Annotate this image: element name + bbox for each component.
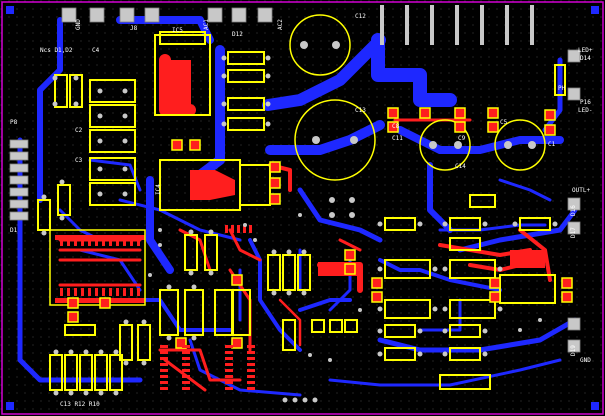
label-c9: C9 (458, 135, 466, 142)
label-p8: P8 (10, 119, 18, 126)
corner-markers (6, 6, 599, 410)
label-ac1: AC1 (203, 19, 210, 30)
soic-chips (60, 225, 255, 390)
label-d16: D16 (570, 205, 577, 216)
label-c2: C2 (75, 127, 83, 134)
label-ph: PH (558, 85, 566, 92)
label-c5: C5 (500, 119, 508, 126)
label-ic5: IC5 (172, 27, 183, 34)
label-c8: C8 (392, 123, 400, 130)
label-p16: P16 (580, 99, 591, 106)
label-d19: D19 (570, 345, 577, 356)
label-c3: C3 (75, 157, 83, 164)
label-ic4: IC4 (155, 184, 162, 195)
label-c12: C12 (355, 13, 366, 20)
label-c4: C4 (92, 47, 100, 54)
smd-pads (67, 107, 573, 349)
silkscreen-labels: GND J8 AC1 D12 AC2 C12 Ncs D1,D2 C4 IC5 … (10, 13, 593, 408)
vias (41, 41, 558, 403)
label-c13: C13 (355, 107, 366, 114)
label-d12: D12 (232, 31, 243, 38)
label-outl-plus: OUTL+ (572, 187, 590, 194)
through-hole-pads (9, 7, 581, 353)
label-gnd-top: GND (75, 19, 82, 30)
label-r12-r10: C13 R12 R10 (60, 401, 100, 408)
label-d14: D14 (580, 55, 591, 62)
heatsink (380, 5, 534, 45)
label-c11: C11 (392, 135, 403, 142)
label-gnd-bottom: GND (580, 357, 591, 364)
label-d17: D17 (570, 227, 577, 238)
label-d1: D1 (10, 227, 18, 234)
label-c14: C14 (455, 163, 466, 170)
label-j8: J8 (130, 25, 138, 32)
label-led-minus: LED- (578, 107, 592, 114)
label-nc-d1d2: Ncs D1,D2 (40, 47, 73, 54)
label-ac2: AC2 (277, 19, 284, 30)
label-c1: C1 (548, 141, 556, 148)
component-outlines (37, 14, 566, 391)
label-led-plus: LED+ (578, 47, 593, 54)
